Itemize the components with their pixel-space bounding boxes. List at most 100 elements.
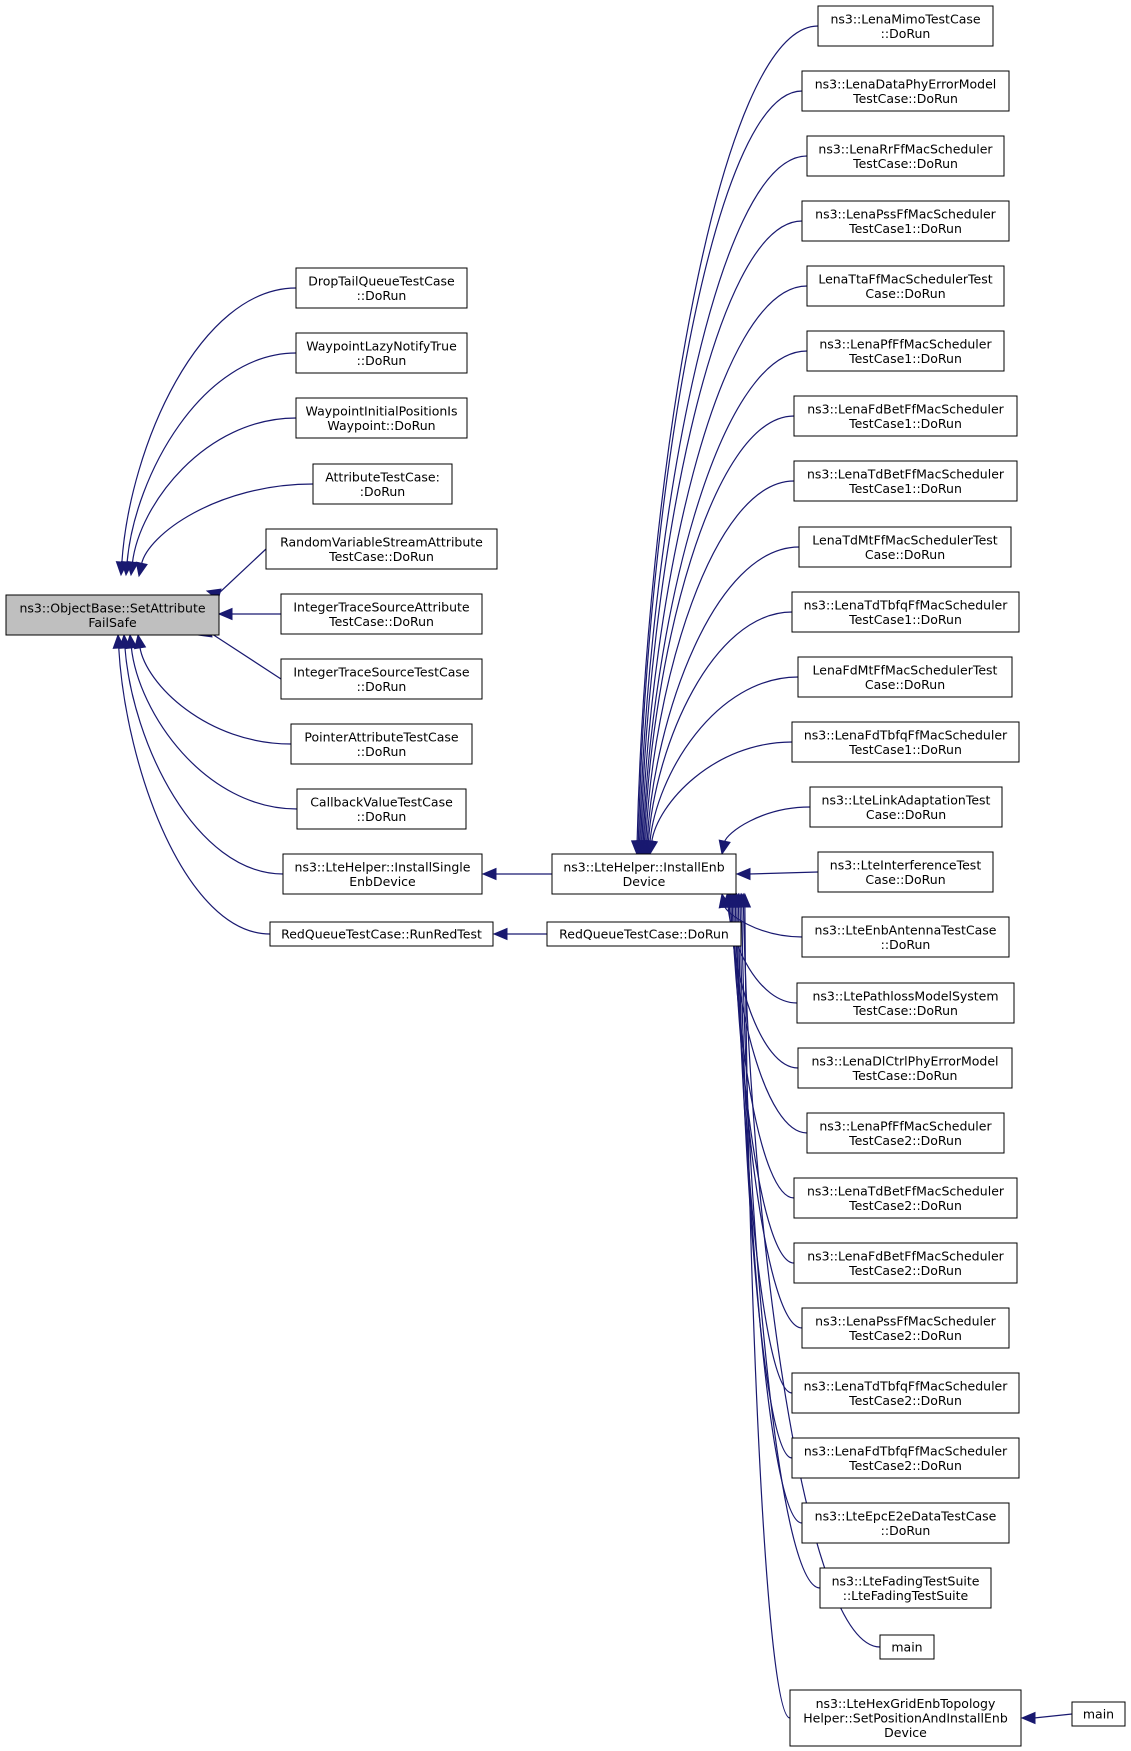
node-r15[interactable]: ns3::LteEnbAntennaTestCase::DoRun <box>801 916 1010 958</box>
node-r04[interactable]: ns3::LenaPssFfMacSchedulerTestCase1::DoR… <box>801 200 1010 242</box>
node-box[interactable] <box>797 1047 1013 1089</box>
node-box[interactable] <box>282 853 483 895</box>
node-box[interactable] <box>879 1634 935 1660</box>
node-box[interactable] <box>791 721 1020 763</box>
node-box[interactable] <box>312 463 453 505</box>
node-label-line: TestCase2::DoRun <box>848 1328 962 1343</box>
node-r22[interactable]: ns3::LenaTdTbfqFfMacSchedulerTestCase2::… <box>791 1372 1020 1414</box>
node-r06[interactable]: ns3::LenaPfFfMacSchedulerTestCase1::DoRu… <box>806 330 1005 372</box>
node-box[interactable] <box>806 330 1005 372</box>
node-box[interactable] <box>546 921 742 947</box>
node-box[interactable] <box>793 460 1018 502</box>
node-label-line: AttributeTestCase: <box>325 469 440 484</box>
node-r16[interactable]: ns3::LtePathlossModelSystemTestCase::DoR… <box>796 982 1015 1024</box>
node-box[interactable] <box>791 1437 1020 1479</box>
node-box[interactable] <box>806 135 1005 177</box>
node-label-line: Case::DoRun <box>865 677 945 692</box>
node-label-line: TestCase2::DoRun <box>848 1393 962 1408</box>
node-box[interactable] <box>796 982 1015 1024</box>
node-box[interactable] <box>793 1177 1018 1219</box>
node-box[interactable] <box>791 591 1020 633</box>
node-label-line: ns3::LenaFdBetFfMacScheduler <box>807 401 1004 416</box>
node-n_rvs[interactable]: RandomVariableStreamAttributeTestCase::D… <box>265 528 498 570</box>
node-r18[interactable]: ns3::LenaPfFfMacSchedulerTestCase2::DoRu… <box>806 1112 1005 1154</box>
node-box[interactable] <box>793 395 1018 437</box>
node-box[interactable] <box>801 1502 1010 1544</box>
node-box[interactable] <box>801 916 1010 958</box>
node-label-line: TestCase::DoRun <box>852 1003 958 1018</box>
edge-r12-to-n_lhie <box>651 741 793 843</box>
node-label-line: ns3::LenaTdTbfqFfMacScheduler <box>804 1378 1009 1393</box>
node-n_wlazy[interactable]: WaypointLazyNotifyTrue::DoRun <box>295 332 468 374</box>
node-box[interactable] <box>295 332 468 374</box>
node-box[interactable] <box>793 1242 1018 1284</box>
node-box[interactable] <box>801 1307 1010 1349</box>
node-box[interactable] <box>801 200 1010 242</box>
node-n_itst[interactable]: IntegerTraceSourceTestCase::DoRun <box>280 658 483 700</box>
node-box[interactable] <box>290 723 473 765</box>
node-box[interactable] <box>265 528 498 570</box>
node-n_rqdo[interactable]: RedQueueTestCase::DoRun <box>546 921 742 947</box>
node-label-line: TestCase::DoRun <box>852 1068 958 1083</box>
node-r12[interactable]: ns3::LenaFdTbfqFfMacSchedulerTestCase1::… <box>791 721 1020 763</box>
node-r21[interactable]: ns3::LenaPssFfMacSchedulerTestCase2::DoR… <box>801 1307 1010 1349</box>
node-box[interactable] <box>295 267 468 309</box>
node-r10[interactable]: ns3::LenaTdTbfqFfMacSchedulerTestCase1::… <box>791 591 1020 633</box>
node-r28[interactable]: main <box>1071 1701 1126 1727</box>
node-box[interactable] <box>789 1689 1022 1747</box>
node-r01[interactable]: ns3::LenaMimoTestCase::DoRun <box>817 5 994 47</box>
node-n_rrt[interactable]: RedQueueTestCase::RunRedTest <box>269 921 494 947</box>
node-r02[interactable]: ns3::LenaDataPhyErrorModelTestCase::DoRu… <box>801 70 1010 112</box>
node-box[interactable] <box>1071 1701 1126 1727</box>
node-box[interactable] <box>5 594 220 636</box>
node-box[interactable] <box>280 658 483 700</box>
node-r17[interactable]: ns3::LenaDlCtrlPhyErrorModelTestCase::Do… <box>797 1047 1013 1089</box>
node-box[interactable] <box>801 70 1010 112</box>
node-box[interactable] <box>295 397 468 439</box>
node-label-line: TestCase1::DoRun <box>848 481 962 496</box>
node-label-line: ns3::LteHelper::InstallEnb <box>563 859 724 874</box>
node-n_drop[interactable]: DropTailQueueTestCase::DoRun <box>295 267 468 309</box>
node-r07[interactable]: ns3::LenaFdBetFfMacSchedulerTestCase1::D… <box>793 395 1018 437</box>
node-n_attr[interactable]: AttributeTestCase::DoRun <box>312 463 453 505</box>
node-n_itsa[interactable]: IntegerTraceSourceAttributeTestCase::DoR… <box>280 593 483 635</box>
node-r27[interactable]: ns3::LteHexGridEnbTopologyHelper::SetPos… <box>789 1689 1022 1747</box>
edge-r14-to-n_lhie <box>748 871 819 875</box>
node-r19[interactable]: ns3::LenaTdBetFfMacSchedulerTestCase2::D… <box>793 1177 1018 1219</box>
node-box[interactable] <box>798 526 1012 568</box>
node-box[interactable] <box>280 593 483 635</box>
node-box[interactable] <box>296 788 467 830</box>
edge-n_cb-to-n_root <box>130 646 298 810</box>
node-box[interactable] <box>269 921 494 947</box>
node-label-line: TestCase::DoRun <box>328 549 434 564</box>
edge-r07-to-n_lhie <box>643 415 795 843</box>
node-box[interactable] <box>819 1567 992 1609</box>
node-r24[interactable]: ns3::LteEpcE2eDataTestCase::DoRun <box>801 1502 1010 1544</box>
node-r23[interactable]: ns3::LenaFdTbfqFfMacSchedulerTestCase2::… <box>791 1437 1020 1479</box>
node-box[interactable] <box>817 851 994 893</box>
node-box[interactable] <box>806 265 1005 307</box>
node-box[interactable] <box>791 1372 1020 1414</box>
edge-n_drop-to-n_root <box>121 287 297 564</box>
node-r26[interactable]: main <box>879 1634 935 1660</box>
node-box[interactable] <box>806 1112 1005 1154</box>
node-box[interactable] <box>817 5 994 47</box>
node-box[interactable] <box>797 656 1013 698</box>
node-box[interactable] <box>809 786 1003 828</box>
node-r25[interactable]: ns3::LteFadingTestSuite::LteFadingTestSu… <box>819 1567 992 1609</box>
node-box[interactable] <box>551 853 737 895</box>
node-n_cb[interactable]: CallbackValueTestCase::DoRun <box>296 788 467 830</box>
node-r08[interactable]: ns3::LenaTdBetFfMacSchedulerTestCase1::D… <box>793 460 1018 502</box>
node-n_ptr[interactable]: PointerAttributeTestCase::DoRun <box>290 723 473 765</box>
node-r20[interactable]: ns3::LenaFdBetFfMacSchedulerTestCase2::D… <box>793 1242 1018 1284</box>
